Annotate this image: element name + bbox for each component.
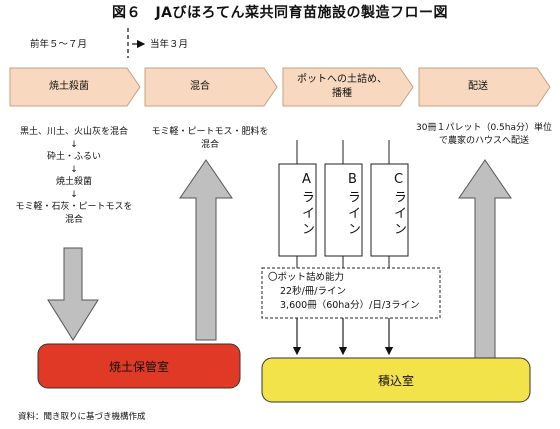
loading-room-label-wrap: 積込室 [262,372,530,388]
baked-soil-steps: 黒土、川土、火山灰を混合 ↓ 砕土・ふるい ↓ 焼土殺菌 ↓ モミ軽・石灰・ピー… [0,126,148,226]
step-arrow-3: ↓ [70,189,78,200]
storage-room-label-wrap: 焼土保管室 [38,358,240,374]
capacity-per-line: 22秒/冊/ライン [280,286,346,297]
line-b: Bライン [325,164,362,256]
period-current: 当年３月 [150,39,189,50]
period-previous: 前年５〜７月 [30,39,88,50]
mixing-note: モミ軽・ピートモス・肥料を 混合 [145,126,275,151]
line-label-b: Bライン [345,172,360,238]
storage-room-label: 焼土保管室 [108,360,169,374]
step-bake-sterilize: 焼土殺菌 [55,177,92,187]
up-arrow-to-delivery [458,159,512,361]
stage-label-potting-2: 播種 [332,88,352,99]
capacity-box [261,267,441,319]
stage-delivery: 配送 [419,80,537,94]
stage-chevron-potting [282,67,414,107]
stage-label-baked-soil: 焼土殺菌 [49,81,89,92]
step-mix-additives-1: モミ軽・石灰・ピートモスを [15,202,133,212]
capacity-heading: 〇ポット詰め能力 [268,272,345,283]
loading-room-label: 積込室 [377,374,414,388]
down-arrow-to-storage [47,247,99,341]
stage-chevron-mixing [144,67,278,107]
delivery-note-line2: で農家のハウスへ配送 [438,135,529,146]
step-arrow-2: ↓ [70,164,78,175]
step-mix-soils: 黒土、川土、火山灰を混合 [19,127,128,137]
line-box-b [324,163,363,257]
delivery-note: 30冊１パレット（0.5ha分）単位 で農家のハウスへ配送 [412,122,556,147]
stage-chevron-baked-soil [9,67,141,107]
mixing-note-line1: モミ軽・ピートモス・肥料を [151,127,269,137]
loading-room [261,357,531,403]
source-note: 資料：聞き取りに基づき機構作成 [18,412,146,422]
stage-baked-soil: 焼土殺菌 [10,80,128,94]
up-arrow-from-storage [179,159,233,341]
stage-potting: ポットへの土詰め、 播種 [283,73,401,103]
stage-label-potting-1: ポットへの土詰め、 [297,74,387,85]
capacity-text: 〇ポット詰め能力 22秒/冊/ライン 3,600冊（60ha分）/日/3ライン [268,271,438,313]
stage-label-mixing: 混合 [190,81,210,92]
stage-label-delivery: 配送 [468,81,488,92]
line-label-c: Cライン [391,172,406,238]
line-label-a: Aライン [299,172,314,238]
line-c: Cライン [371,164,408,256]
step-arrow-1: ↓ [70,139,78,150]
stage-chevron-delivery [418,67,551,107]
line-box-c [370,163,409,257]
capacity-per-day: 3,600冊（60ha分）/日/3ライン [280,300,420,311]
line-box-a [278,163,317,257]
mixing-note-line2: 混合 [200,139,219,150]
figure-title: 図６ JAびほろてん菜共同育苗施設の製造フロー図 [111,5,449,21]
step-crush-sieve: 砕土・ふるい [46,152,101,162]
storage-room [37,343,241,389]
step-mix-additives-2: 混合 [64,214,83,225]
stage-mixing: 混合 [145,80,255,94]
delivery-note-line1: 30冊１パレット（0.5ha分）単位 [416,123,552,133]
line-a: Aライン [279,164,316,256]
